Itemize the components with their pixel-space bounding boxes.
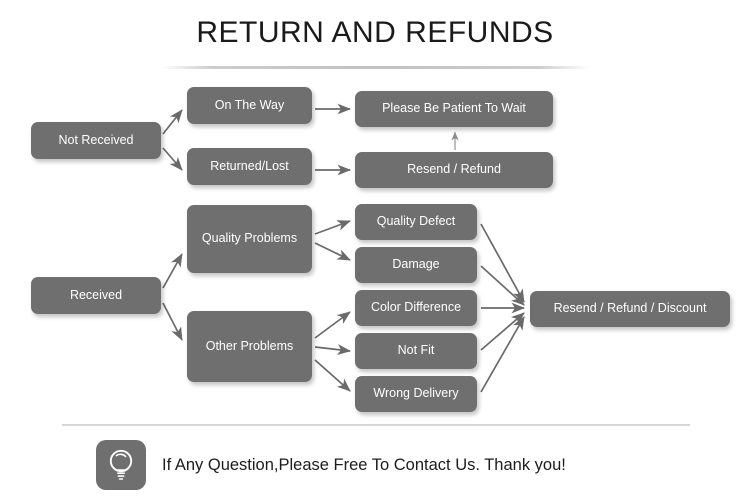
edge-quality-problems-quality-defect (314, 220, 351, 235)
edge-received-quality-problems (162, 253, 183, 289)
edge-wrong-delivery-final (480, 316, 525, 393)
node-returned-lost[interactable]: Returned/Lost (187, 148, 312, 185)
edge-not-received-on-the-way (162, 109, 183, 135)
edge-other-problems-not-fit (314, 344, 352, 355)
node-on-the-way[interactable]: On The Way (187, 87, 312, 124)
node-resend-refund[interactable]: Resend / Refund (355, 152, 553, 188)
edge-other-problems-color-difference (314, 311, 351, 339)
node-wrong-delivery[interactable]: Wrong Delivery (355, 376, 477, 412)
node-resend-refund-discount[interactable]: Resend / Refund / Discount (530, 291, 730, 327)
node-quality-defect[interactable]: Quality Defect (355, 204, 477, 240)
footer: If Any Question,Please Free To Contact U… (96, 440, 566, 490)
node-damage[interactable]: Damage (355, 247, 477, 283)
edge-quality-problems-damage (314, 242, 351, 261)
node-color-difference[interactable]: Color Difference (355, 290, 477, 326)
title-divider (160, 66, 590, 69)
page-title: RETURN AND REFUNDS (196, 16, 554, 49)
edge-not-fit-final (480, 312, 525, 351)
node-received[interactable]: Received (31, 277, 161, 314)
edge-not-received-returned-lost (162, 147, 183, 171)
footer-contact-text: If Any Question,Please Free To Contact U… (162, 455, 566, 474)
edge-damage-final (480, 265, 525, 306)
node-quality-problems[interactable]: Quality Problems (187, 205, 312, 273)
footer-divider (62, 424, 690, 426)
node-other-problems[interactable]: Other Problems (187, 311, 312, 382)
node-please-be-patient-to-wait[interactable]: Please Be Patient To Wait (355, 91, 553, 127)
node-not-fit[interactable]: Not Fit (355, 333, 477, 369)
node-not-received[interactable]: Not Received (31, 122, 161, 159)
lightbulb-icon (96, 440, 146, 490)
edge-received-other-problems (162, 302, 183, 341)
edge-quality-defect-final (480, 223, 525, 303)
edge-other-problems-wrong-delivery (314, 359, 351, 392)
